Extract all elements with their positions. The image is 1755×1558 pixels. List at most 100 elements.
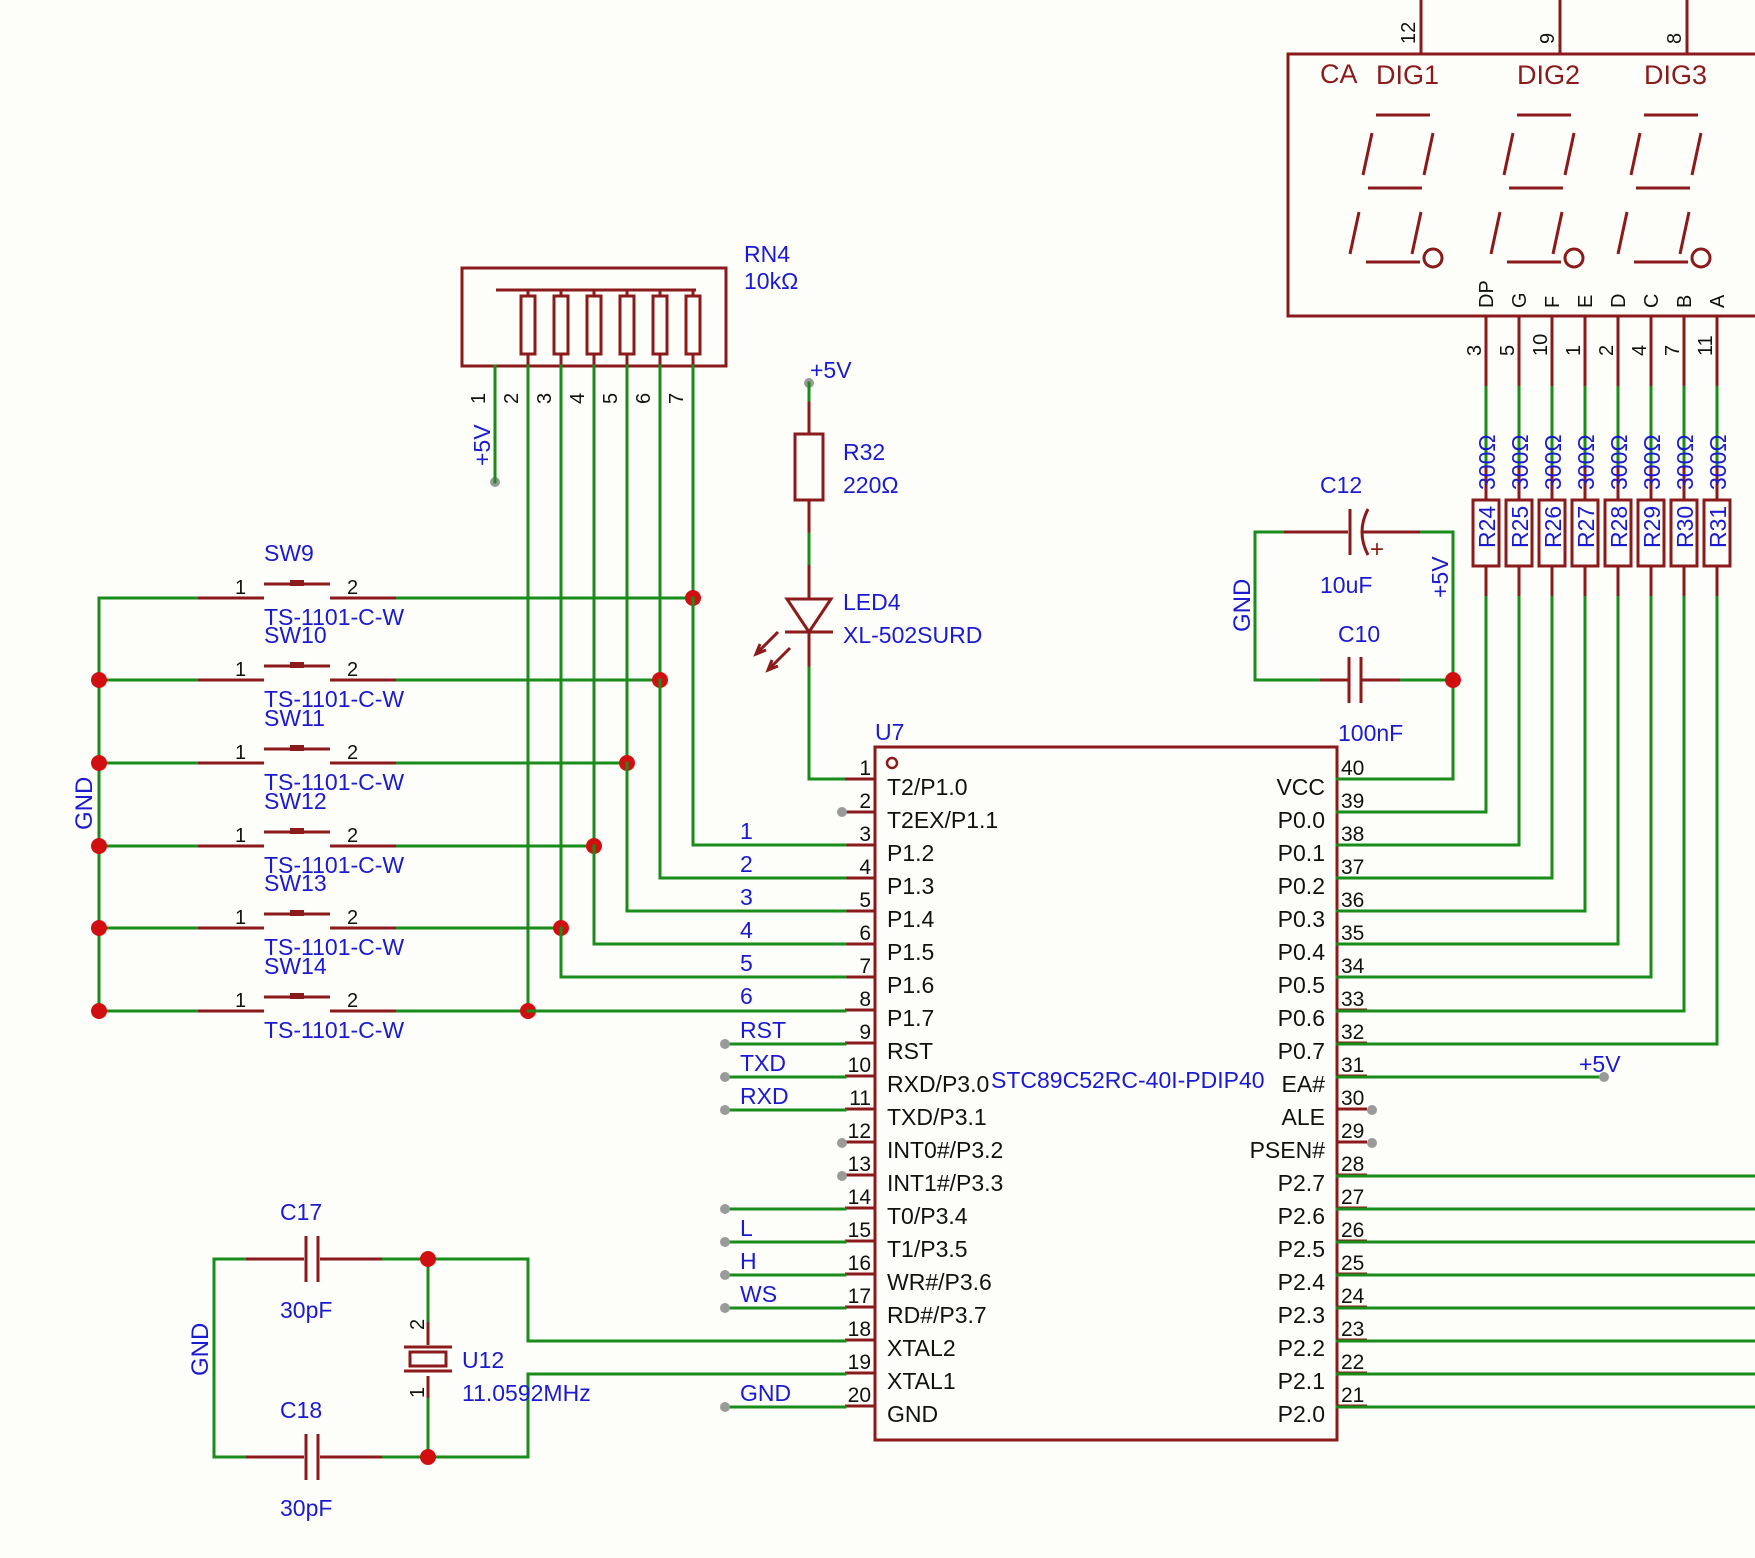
c10-value: 100nF (1338, 720, 1403, 746)
rn4-wires (493, 364, 695, 1013)
ws-port[interactable] (720, 1303, 730, 1313)
u7-pin-name: XTAL1 (887, 1368, 956, 1394)
led-led4[interactable]: LED4 XL-502SURD (753, 565, 982, 673)
switch-pin-number: 2 (347, 577, 358, 599)
u7-pin-number: 40 (1341, 757, 1364, 780)
capacitor-c18[interactable]: C18 30pF (246, 1397, 382, 1521)
u7-pin-number: 11 (849, 1087, 871, 1110)
nc-port-p33[interactable] (837, 1171, 847, 1181)
capacitor-c12[interactable]: + C12 10uF (1284, 472, 1420, 598)
u7-pin-name: XTAL2 (887, 1335, 956, 1361)
u7-pin-name: INT0#/P3.2 (887, 1137, 1003, 1163)
crystal-u12[interactable]: 2 1 U12 11.0592MHz (404, 1319, 591, 1406)
nc-port-psen[interactable] (1367, 1138, 1377, 1148)
gnd-port[interactable] (720, 1402, 730, 1412)
u7-pin-name: P1.5 (887, 939, 934, 965)
rn4-pin-number: 2 (501, 393, 523, 404)
rn4-element (651, 294, 669, 356)
display-segment-name: F (1542, 296, 1564, 308)
txd-port[interactable] (720, 1072, 730, 1082)
capacitor-c10[interactable]: C10 100nF (1320, 621, 1403, 746)
rxd-port[interactable] (720, 1105, 730, 1115)
display-segment-name: C (1641, 294, 1663, 308)
resistor-ref: R28 (1606, 506, 1632, 548)
u7-pin-number: 14 (848, 1186, 872, 1209)
u7-pin-number: 9 (859, 1021, 871, 1044)
u7-pin-number: 2 (859, 790, 871, 813)
net-label: 2 (740, 851, 753, 877)
display-segment (1690, 132, 1703, 176)
led4-ref: LED4 (843, 589, 901, 615)
rn4-value: 10kΩ (744, 268, 798, 294)
u7-pin-name: P1.6 (887, 972, 934, 998)
nc-port-p32[interactable] (837, 1138, 847, 1148)
resistor-ref: R27 (1573, 506, 1599, 548)
u7-pin-name: P0.2 (1278, 873, 1325, 899)
crystal-circuit (212, 1251, 847, 1465)
switch-plunger (290, 828, 304, 834)
ea-power-port[interactable] (1599, 1072, 1609, 1082)
c12-value: 10uF (1320, 572, 1372, 598)
u7-pin-number: 36 (1341, 889, 1364, 912)
u7-pin-name: P0.3 (1278, 906, 1325, 932)
net-label-gnd: GND (740, 1380, 791, 1406)
u7-pin-number: 35 (1341, 922, 1364, 945)
decoupling-power-label: +5V (1427, 556, 1453, 598)
u7-pin-name: P2.1 (1278, 1368, 1325, 1394)
junction-dot (91, 755, 107, 771)
display-segment (1678, 211, 1691, 255)
key-net-wires (526, 596, 847, 1013)
u7-pin-name: P2.2 (1278, 1335, 1325, 1361)
l-port[interactable] (720, 1237, 730, 1247)
display-ca-label: CA (1320, 59, 1358, 89)
switch-pin-number: 1 (235, 577, 246, 599)
nc-port-ale[interactable] (1367, 1105, 1377, 1115)
u7-pin-name: P2.6 (1278, 1203, 1325, 1229)
rst-port[interactable] (720, 1039, 730, 1049)
u7-pin-number: 5 (859, 889, 871, 912)
resistor-value: 300Ω (1639, 434, 1665, 490)
resistor-value: 300Ω (1672, 434, 1698, 490)
resistor-r32[interactable]: R32 220Ω (793, 400, 899, 534)
capacitor-c17[interactable]: C17 30pF (246, 1199, 382, 1323)
u7-pin-number: 1 (859, 757, 871, 780)
resistor-network-rn4[interactable]: 1 2 3 4 5 6 7 RN4 10kΩ (460, 241, 798, 432)
u7-pin-name: T2/P1.0 (887, 774, 968, 800)
switch-pin-number: 2 (347, 742, 358, 764)
key-net-labels: 1 2 3 4 5 6 (740, 818, 753, 1009)
rn4-ref: RN4 (744, 241, 790, 267)
rn4-pin-number: 6 (633, 393, 655, 404)
switch-ref: SW12 (264, 788, 327, 814)
nc-port-p11[interactable] (837, 807, 847, 817)
u7-ref: U7 (875, 719, 904, 745)
net-label-rst: RST (740, 1017, 786, 1043)
junction-dot (91, 672, 107, 688)
mcu-u7[interactable]: U7 STC89C52RC-40I-PDIP40 1T2/P1.02T2EX/P… (845, 719, 1367, 1442)
switch-value: TS-1101-C-W (264, 852, 404, 878)
u7-pin-number: 23 (1341, 1318, 1364, 1341)
u7-pin-number: 7 (859, 955, 871, 978)
u7-pin-name: P1.2 (887, 840, 934, 866)
h-port[interactable] (720, 1270, 730, 1280)
t0-port[interactable] (720, 1204, 730, 1214)
u7-pin-name: P0.4 (1278, 939, 1326, 965)
display-digit-label: DIG2 (1517, 60, 1580, 90)
